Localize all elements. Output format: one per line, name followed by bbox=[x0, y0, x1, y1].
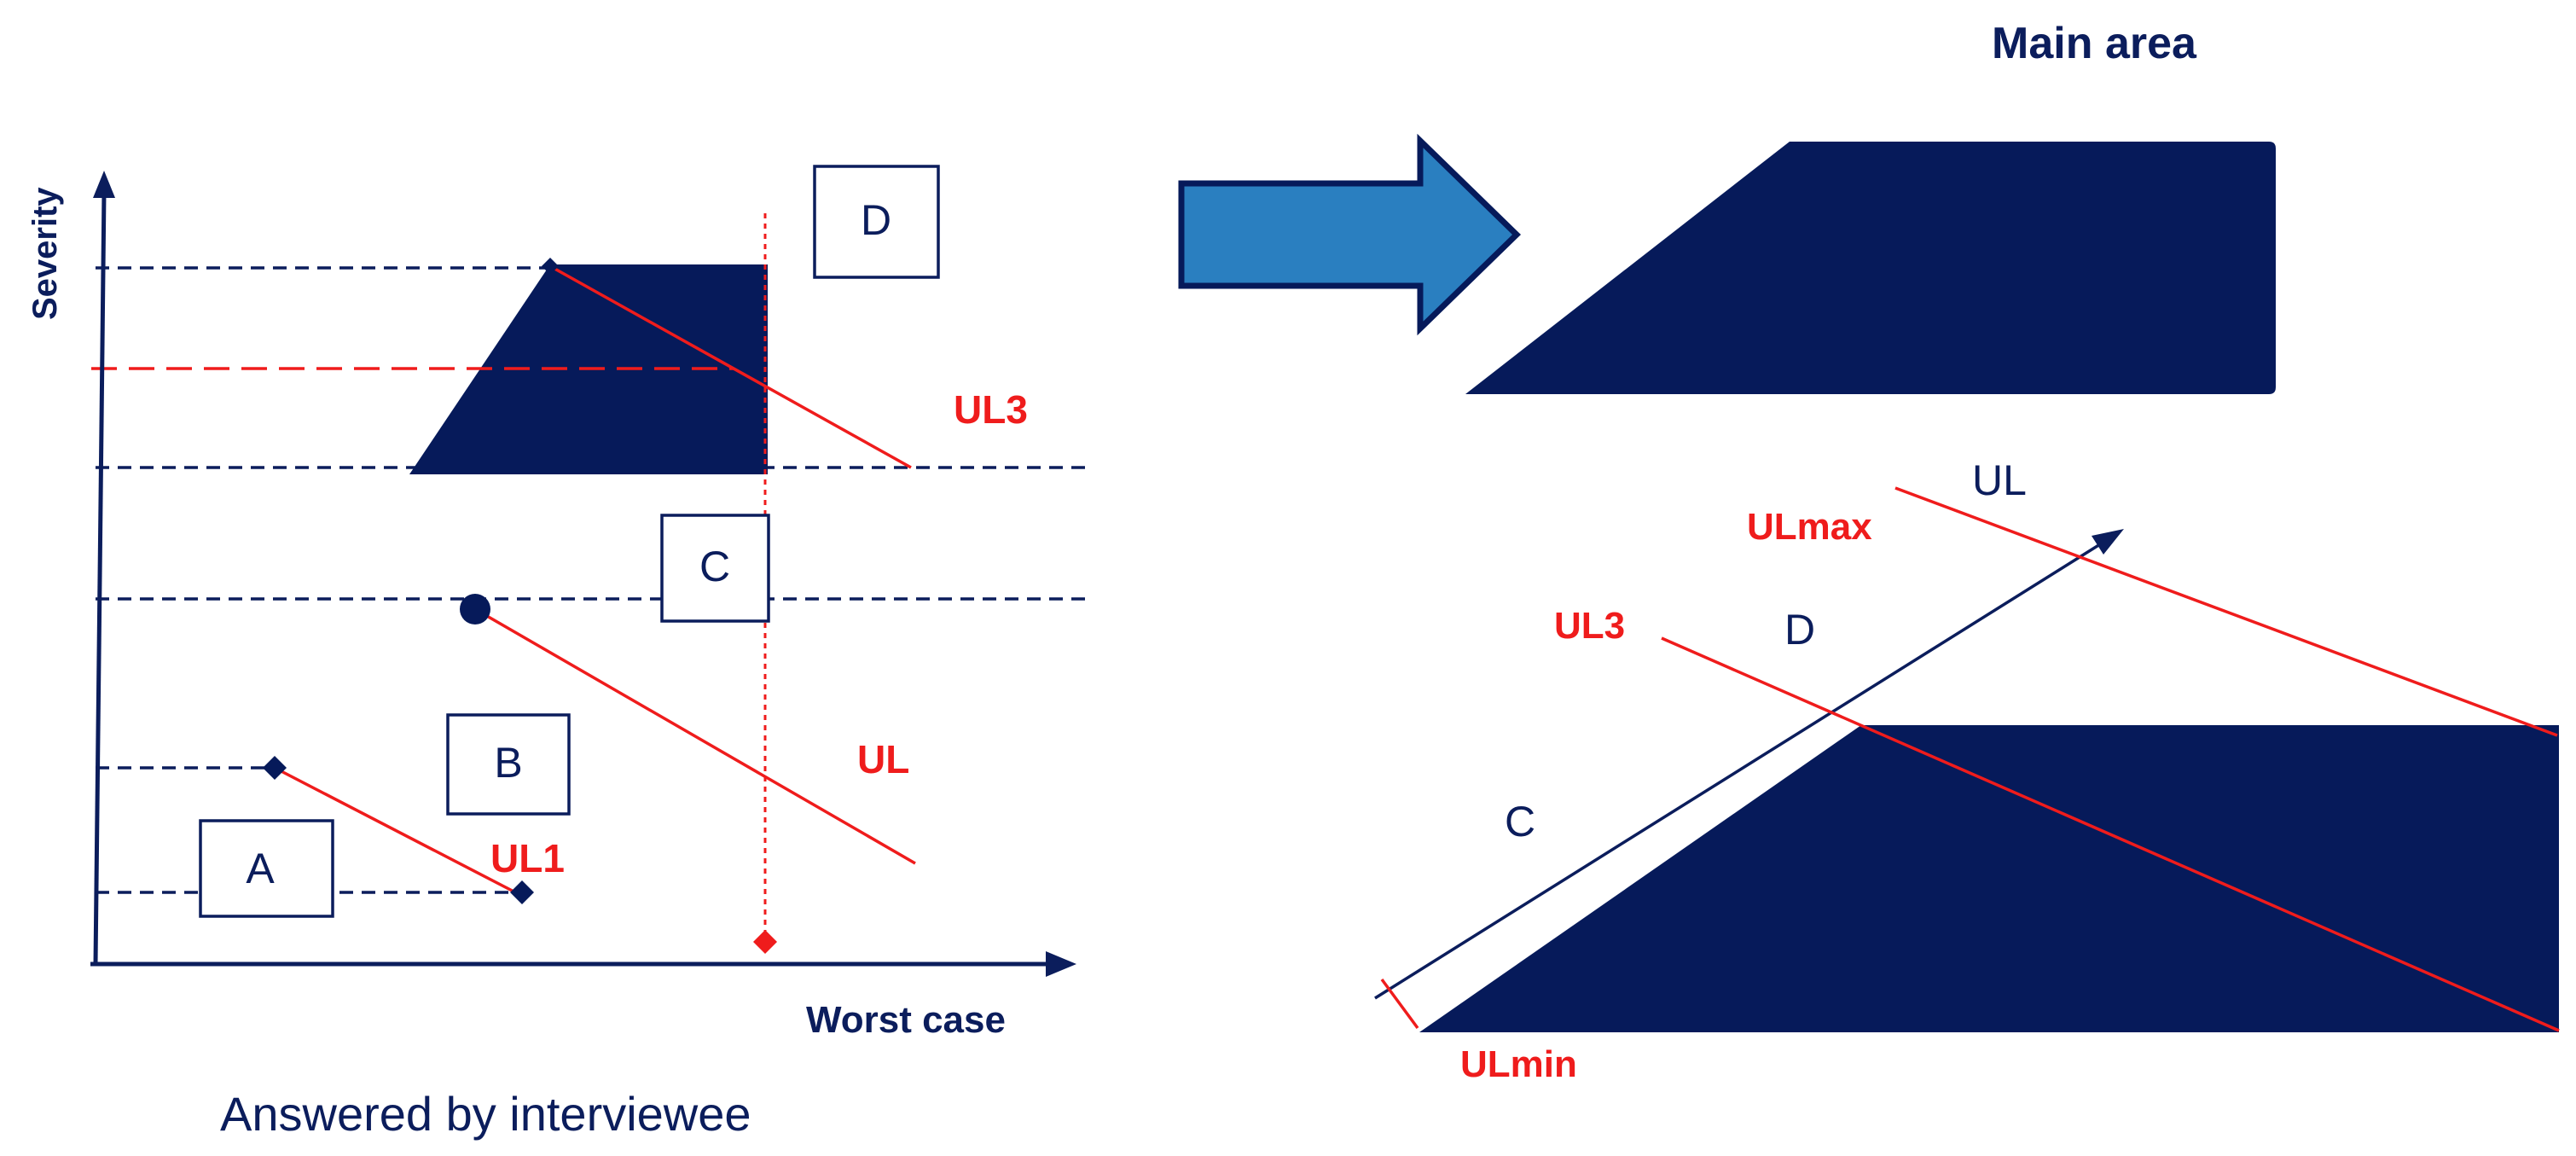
ul-lines bbox=[274, 264, 916, 897]
marker-a-diamond bbox=[510, 880, 534, 904]
y-axis bbox=[93, 191, 107, 965]
marker-b-diamond bbox=[263, 756, 287, 780]
zoomed-area-shape bbox=[1419, 725, 2559, 1032]
right-diagram: Main area UL ULmax UL3 D C ULmin bbox=[1374, 19, 2560, 1085]
main-area-shape bbox=[1465, 142, 2276, 394]
right-arrow-icon bbox=[1178, 133, 1522, 336]
ul-line bbox=[474, 607, 916, 865]
marker-c-dot bbox=[460, 594, 490, 624]
ulmax-label: ULmax bbox=[1747, 506, 1872, 548]
box-a-frame bbox=[199, 819, 334, 918]
y-axis-label: Severity bbox=[26, 187, 64, 320]
box-d: D bbox=[813, 165, 940, 279]
ulmin-label: ULmin bbox=[1460, 1043, 1577, 1085]
right-ul-label: UL bbox=[1972, 456, 2027, 504]
box-c: C bbox=[660, 514, 770, 623]
marker-top-diamond bbox=[542, 258, 559, 275]
right-diagram-title: Main area bbox=[1992, 19, 2197, 68]
right-ul3-label: UL3 bbox=[1554, 605, 1625, 647]
ul3-line-right bbox=[1661, 636, 2560, 1032]
box-c-label: C bbox=[699, 543, 730, 590]
box-b-frame bbox=[446, 713, 571, 816]
ul3-line bbox=[549, 264, 912, 469]
box-b-label: B bbox=[494, 739, 522, 787]
ul3-label: UL3 bbox=[954, 387, 1028, 432]
marker-worst-case-diamond bbox=[753, 930, 777, 954]
box-b: B bbox=[446, 713, 571, 816]
x-axis-arrowhead bbox=[1046, 951, 1076, 977]
ul1-line bbox=[274, 766, 523, 897]
box-a: A bbox=[199, 819, 334, 918]
x-axis-label: Worst case bbox=[806, 999, 1006, 1041]
left-diagram: D C B A UL3 UL UL1 Severity Worst case A… bbox=[26, 165, 1092, 1141]
ul1-label: UL1 bbox=[490, 836, 565, 880]
ulmax-line bbox=[1894, 486, 2558, 737]
ul-axis-line bbox=[1374, 538, 2108, 1000]
ul-label: UL bbox=[857, 737, 909, 781]
box-d-frame bbox=[813, 165, 940, 279]
y-axis-arrowhead bbox=[93, 171, 115, 198]
ul-axis-arrowhead bbox=[2092, 529, 2124, 555]
ulmin-line bbox=[1380, 978, 1419, 1030]
box-a-label: A bbox=[246, 845, 275, 892]
box-d-label: D bbox=[861, 196, 891, 244]
right-d-label: D bbox=[1784, 606, 1815, 654]
left-diagram-caption: Answered by interviewee bbox=[220, 1087, 751, 1141]
right-c-label: C bbox=[1505, 798, 1535, 845]
axes bbox=[90, 191, 1051, 967]
box-c-frame bbox=[660, 514, 770, 623]
right-ul-lines bbox=[1380, 486, 2560, 1032]
